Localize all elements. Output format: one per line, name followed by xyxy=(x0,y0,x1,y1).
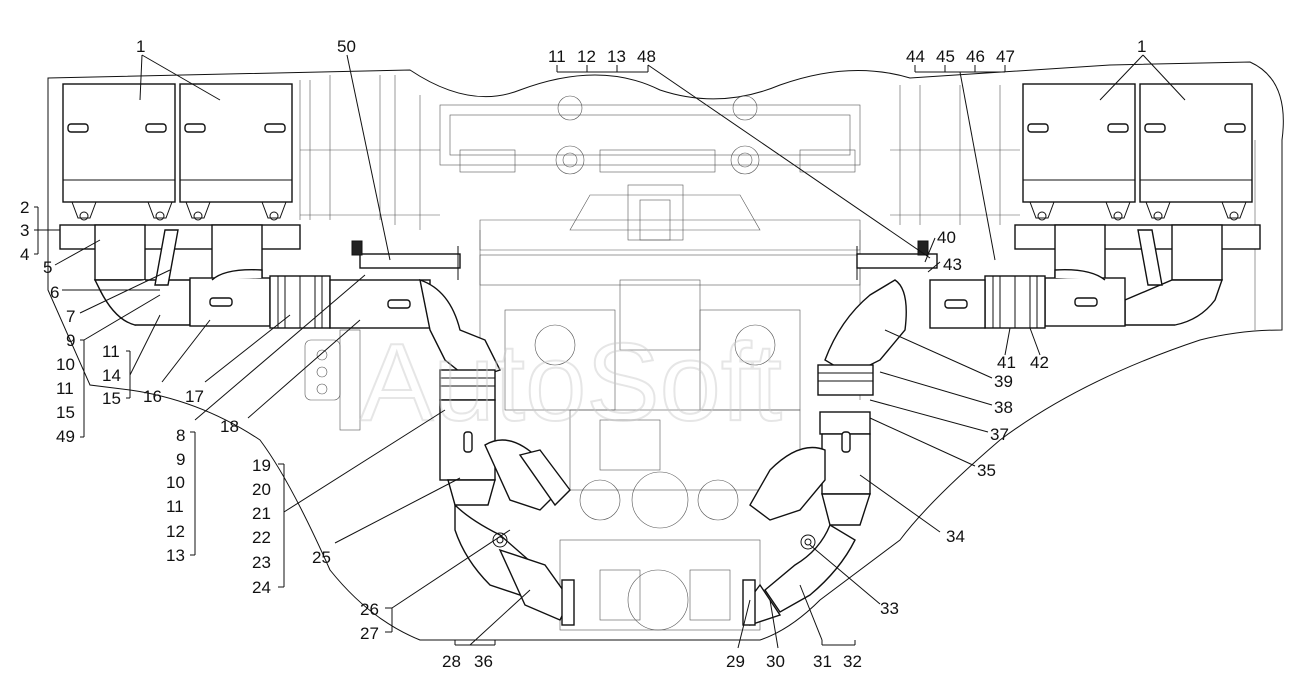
frame-outline xyxy=(47,61,1284,641)
callout-28: 28 xyxy=(442,652,461,671)
left-clamp-1 xyxy=(439,369,496,401)
callout-13: 13 xyxy=(166,546,185,565)
callout-10-b: 10 xyxy=(166,473,185,492)
callout-35: 35 xyxy=(977,461,996,480)
callout-2: 2 xyxy=(20,198,29,217)
right-elbow-1 xyxy=(824,279,907,376)
right-filter-boxes xyxy=(1022,83,1253,221)
callout-17: 17 xyxy=(185,387,204,406)
callout-7: 7 xyxy=(66,307,75,326)
left-ducting xyxy=(59,224,575,626)
callout-34: 34 xyxy=(946,527,965,546)
callout-11-b: 11 xyxy=(56,379,74,398)
callout-43: 43 xyxy=(943,255,962,274)
callout-6: 6 xyxy=(50,283,59,302)
callout-33: 33 xyxy=(880,599,899,618)
callout-38: 38 xyxy=(994,398,1013,417)
callout-12: 12 xyxy=(166,522,185,541)
callout-labels: 1 1 50 11 12 13 48 44 45 46 47 2 3 4 5 6… xyxy=(20,37,1146,671)
callout-9-a: 9 xyxy=(66,331,75,350)
callout-5: 5 xyxy=(43,258,52,277)
callout-10-a: 10 xyxy=(56,355,75,374)
callout-9-b: 9 xyxy=(176,450,185,469)
callout-21: 21 xyxy=(252,504,271,523)
right-clamp-2 xyxy=(819,411,871,435)
callout-top-48: 48 xyxy=(637,47,656,66)
callout-27: 27 xyxy=(360,624,379,643)
callout-15-b: 15 xyxy=(56,403,75,422)
callout-36: 36 xyxy=(474,652,493,671)
callout-8: 8 xyxy=(176,426,185,445)
right-elbow-3 xyxy=(764,523,856,613)
callout-39: 39 xyxy=(994,372,1013,391)
right-filter-box-inner xyxy=(1022,83,1136,203)
callout-41: 41 xyxy=(997,353,1016,372)
callout-top-13: 13 xyxy=(607,47,626,66)
callout-19: 19 xyxy=(252,456,271,475)
callout-47: 47 xyxy=(996,47,1015,66)
callout-1-left: 1 xyxy=(136,37,145,56)
callout-top-11: 11 xyxy=(548,47,566,66)
right-elbow-2 xyxy=(749,446,826,521)
left-outlet-duct xyxy=(329,279,431,329)
callout-37: 37 xyxy=(990,425,1009,444)
callout-46: 46 xyxy=(966,47,985,66)
left-duct-collar-1 xyxy=(94,224,146,281)
callout-3: 3 xyxy=(20,221,29,240)
callout-20: 20 xyxy=(252,480,271,499)
left-wedge xyxy=(154,229,179,286)
callout-40: 40 xyxy=(937,228,956,247)
right-duct-collar-2 xyxy=(1171,224,1223,281)
left-filter-boxes xyxy=(62,83,293,221)
callout-15-a: 15 xyxy=(102,389,121,408)
leader-lines xyxy=(34,54,1186,649)
right-clamp-1 xyxy=(817,364,874,396)
callout-top-12: 12 xyxy=(577,47,596,66)
callout-23: 23 xyxy=(252,553,271,572)
callout-49: 49 xyxy=(56,427,75,446)
left-frame-structure xyxy=(299,75,440,431)
callout-11-c: 11 xyxy=(166,497,184,516)
right-wedge xyxy=(1137,229,1163,286)
callout-18: 18 xyxy=(220,417,239,436)
callout-45: 45 xyxy=(936,47,955,66)
callout-1-right: 1 xyxy=(1137,37,1146,56)
right-base-plate xyxy=(1014,224,1261,250)
watermark: AutoSoft xyxy=(360,321,782,444)
callout-42: 42 xyxy=(1030,353,1049,372)
left-filter-box-outer xyxy=(62,83,176,203)
right-filter-box-outer xyxy=(1139,83,1253,203)
right-ducting xyxy=(742,224,1261,626)
crossbar-pipe xyxy=(351,240,938,280)
callout-32: 32 xyxy=(843,652,862,671)
callout-50: 50 xyxy=(337,37,356,56)
callout-24: 24 xyxy=(252,578,271,597)
callout-26: 26 xyxy=(360,600,379,619)
callout-31: 31 xyxy=(813,652,832,671)
callout-44: 44 xyxy=(906,47,925,66)
left-elbow-2 xyxy=(484,439,561,511)
callout-22: 22 xyxy=(252,528,271,547)
callout-11-a: 11 xyxy=(102,342,120,361)
callout-29: 29 xyxy=(726,652,745,671)
callout-30: 30 xyxy=(766,652,785,671)
callout-4: 4 xyxy=(20,245,29,264)
left-filter-box-inner xyxy=(179,83,293,203)
callout-14: 14 xyxy=(102,366,121,385)
callout-16: 16 xyxy=(143,387,162,406)
callout-25: 25 xyxy=(312,548,331,567)
